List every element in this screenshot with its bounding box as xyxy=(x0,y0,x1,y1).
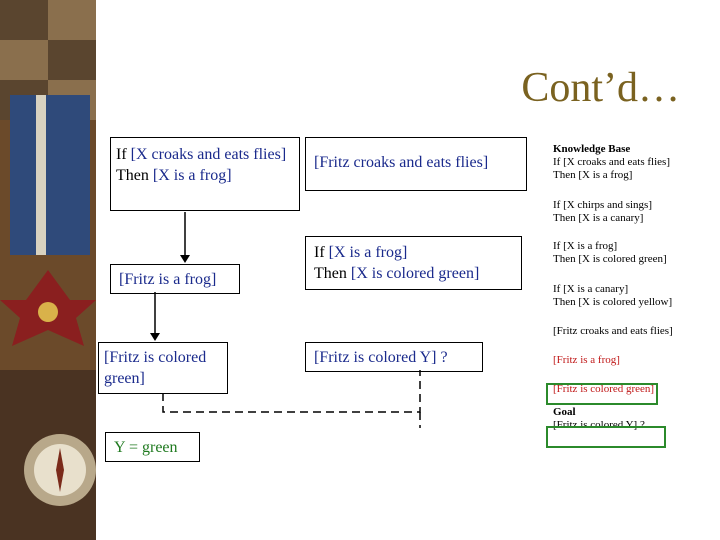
kb-rule1-if: If [X croaks and eats flies] xyxy=(553,156,670,168)
derived1-text: [Fritz is a frog] xyxy=(119,271,217,288)
rule2-if: If xyxy=(314,244,329,261)
kb-rule3-then: Then [X is colored green] xyxy=(553,253,667,265)
arrowhead-derived2 xyxy=(150,333,160,341)
kb-rule1-then: Then [X is a frog] xyxy=(553,169,633,181)
derived-box-green: [Fritz is colored green] xyxy=(98,342,228,394)
rule1-conclusion: [X is a frog] xyxy=(152,167,232,184)
answer-text: Y = green xyxy=(114,439,178,456)
arrowhead-derived1 xyxy=(180,255,190,263)
knowledge-base-panel: Knowledge Base If [X croaks and eats fli… xyxy=(553,143,718,432)
kb-rule2-if: If [X chirps and sings] xyxy=(553,199,652,211)
kb-rule4-then: Then [X is colored yellow] xyxy=(553,296,673,308)
kb-highlight-green-fact xyxy=(546,383,658,405)
rule2-condition: [X is a frog] xyxy=(328,244,408,261)
rule2-then: Then xyxy=(314,265,351,282)
kb-goal-heading: Goal xyxy=(553,406,576,418)
slide-title: Cont’d… xyxy=(521,65,680,111)
fact-box-croaks: [Fritz croaks and eats flies] xyxy=(305,137,527,191)
rule1-if: If xyxy=(116,146,131,163)
decorative-collage-strip xyxy=(0,0,96,540)
derived-box-frog: [Fritz is a frog] xyxy=(110,264,240,294)
rule1-then: Then xyxy=(116,167,153,184)
kb-highlight-goal xyxy=(546,426,666,448)
rule-box-green: If [X is a frog] Then [X is colored gree… xyxy=(305,236,522,290)
goal-box: [Fritz is colored Y] ? xyxy=(305,342,483,372)
kb-rule4-if: If [X is a canary] xyxy=(553,283,629,295)
connector-dashed-match xyxy=(162,370,421,413)
answer-box: Y = green xyxy=(105,432,200,462)
kb-fact1: [Fritz croaks and eats flies] xyxy=(553,325,673,337)
goal-text: [Fritz is colored Y] ? xyxy=(314,349,448,366)
rule1-condition: [X croaks and eats flies] xyxy=(130,146,287,163)
kb-rule3-if: If [X is a frog] xyxy=(553,240,618,252)
derived2-text: [Fritz is colored green] xyxy=(104,349,207,387)
rule2-conclusion: [X is colored green] xyxy=(350,265,480,282)
kb-goal: [Fritz is colored Y] ? xyxy=(553,419,645,431)
rule-box-frog: If [X croaks and eats flies] Then [X is … xyxy=(110,137,300,211)
kb-fact2: [Fritz is a frog] xyxy=(553,354,620,366)
kb-heading: Knowledge Base xyxy=(553,143,631,155)
kb-rule2-then: Then [X is a canary] xyxy=(553,212,644,224)
kb-fact3: [Fritz is colored green] xyxy=(553,383,655,395)
fact1-text: [Fritz croaks and eats flies] xyxy=(314,154,489,171)
